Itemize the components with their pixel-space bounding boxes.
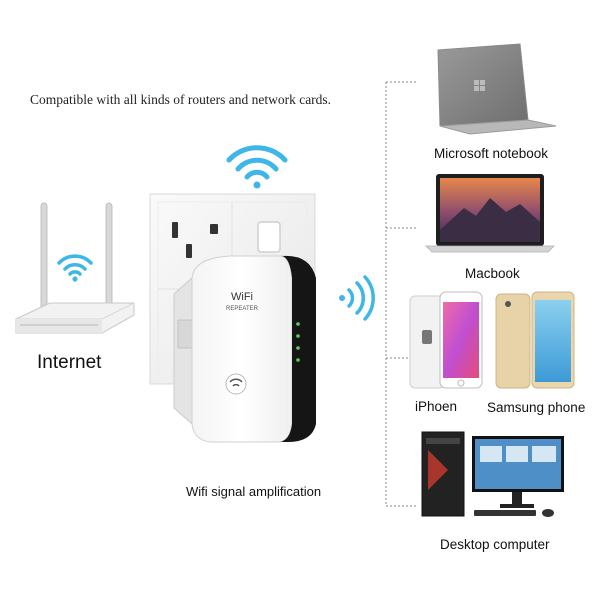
- ms-notebook-label: Microsoft notebook: [434, 146, 549, 161]
- wifi-icon: [226, 145, 288, 189]
- amplification-label: Wifi signal amplification: [186, 484, 322, 499]
- device-model-text: REPEATER: [226, 306, 259, 312]
- iphone-image: [409, 291, 483, 389]
- wifi-icon: [57, 254, 93, 282]
- wifi-repeater-device: WiFi REPEATER: [173, 255, 316, 443]
- wifi-signal-icon: [339, 275, 375, 321]
- compatibility-headline: Compatible with all kinds of routers and…: [30, 92, 332, 107]
- connector-lines: [385, 81, 418, 507]
- macbook-label: Macbook: [465, 266, 520, 281]
- samsung-phone-image: [495, 291, 575, 389]
- macbook-image: [425, 174, 555, 253]
- router-image: [15, 202, 135, 334]
- samsung-label: Samsung phone: [487, 400, 586, 415]
- internet-label: Internet: [37, 352, 102, 373]
- desktop-computer-image: [421, 431, 564, 517]
- device-brand-text: WiFi: [231, 291, 253, 303]
- desktop-label: Desktop computer: [440, 537, 550, 552]
- iphone-label: iPhoen: [415, 399, 458, 414]
- microsoft-notebook-image: [437, 43, 557, 135]
